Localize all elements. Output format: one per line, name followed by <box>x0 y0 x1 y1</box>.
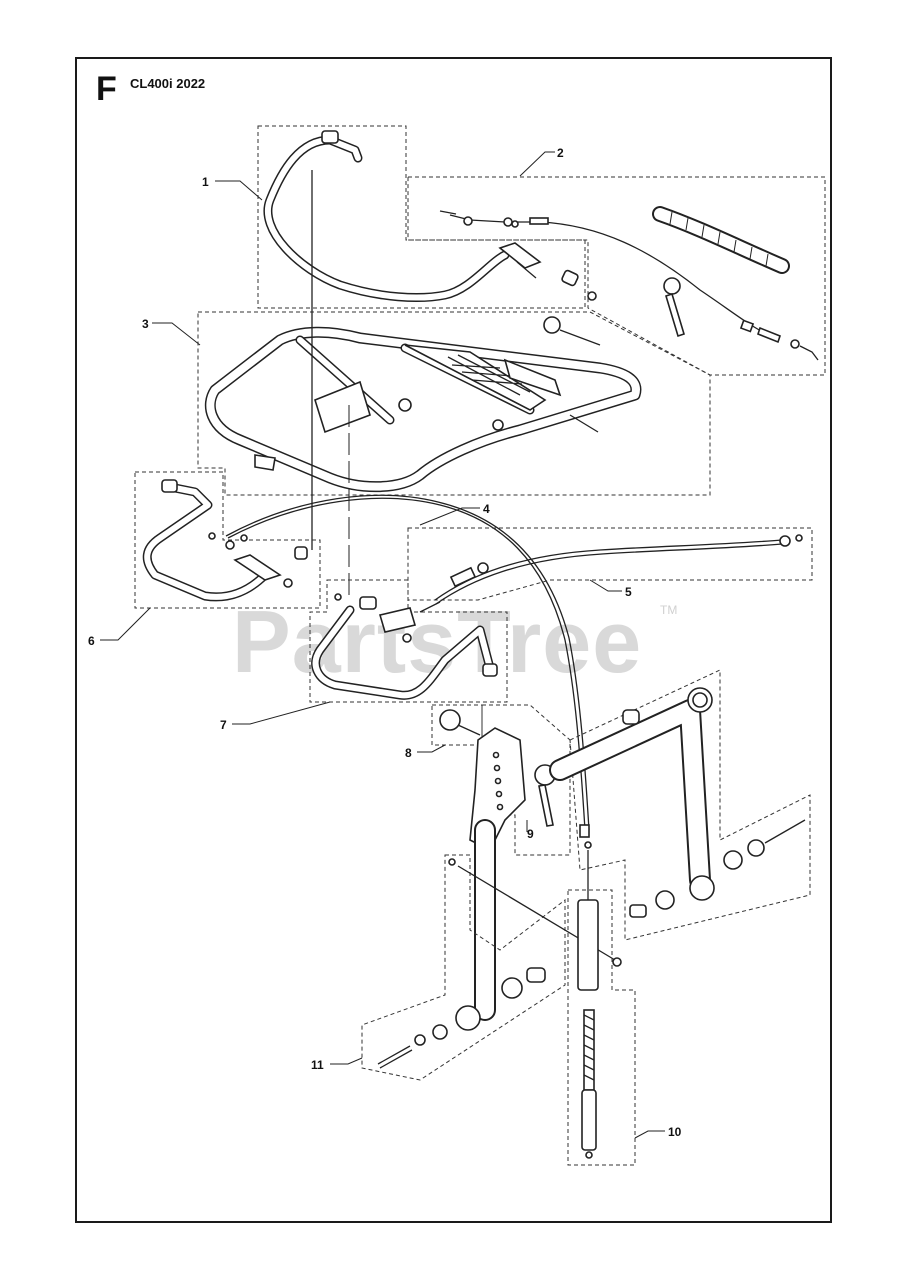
part-2-cable-assembly <box>439 206 819 361</box>
callout-8: 8 <box>405 746 412 760</box>
part-11-hardware <box>377 858 622 1069</box>
callout-2: 2 <box>557 146 564 160</box>
callout-4: 4 <box>483 502 490 516</box>
callout-9: 9 <box>527 827 534 841</box>
diagram-frame <box>75 57 832 1223</box>
group-5-outline <box>407 527 813 601</box>
group-6-outline <box>134 471 321 609</box>
group-7-outline <box>309 579 508 703</box>
callout-1: 1 <box>202 175 209 189</box>
group-3-outline <box>197 311 711 496</box>
callout-3: 3 <box>142 317 149 331</box>
part-6-bail <box>142 479 308 602</box>
group-10-outline <box>567 889 636 1166</box>
part-7-bail <box>311 593 498 700</box>
callout-11: 11 <box>311 1058 324 1072</box>
model-label: CL400i 2022 <box>130 76 206 91</box>
callout-7: 7 <box>220 718 227 732</box>
leaders <box>100 151 665 1139</box>
part-8-knob <box>439 709 481 736</box>
callout-5: 5 <box>625 585 632 599</box>
section-letter: F <box>96 70 117 108</box>
part-1-bail-handle <box>263 130 597 302</box>
callout-6: 6 <box>88 634 95 648</box>
group-2-outline <box>407 176 826 376</box>
watermark-trademark: TM <box>660 603 677 617</box>
lower-handle <box>474 687 806 1021</box>
part-10-rod-spring <box>577 850 599 1159</box>
group-11-outline <box>361 854 566 1081</box>
callout-10: 10 <box>668 1125 682 1139</box>
part-4-cable <box>225 494 592 849</box>
part-5-cable <box>419 534 803 613</box>
group-1-outline <box>257 125 586 309</box>
part-3-main-frame <box>204 277 685 493</box>
